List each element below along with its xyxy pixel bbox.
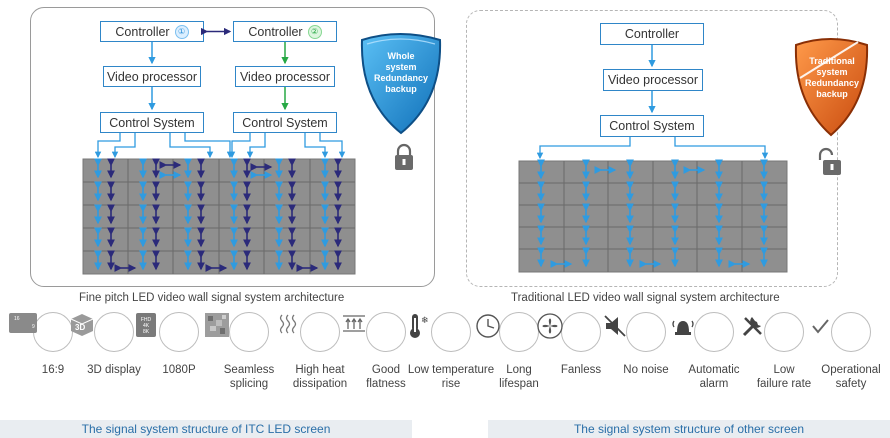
traditional-led-wall: [518, 159, 788, 273]
svg-text:9: 9: [32, 324, 35, 330]
feature-item: Good flatness: [341, 312, 431, 391]
feature-label: 3D display: [87, 364, 141, 376]
shield-orange-text: Traditional system Redundancy backup: [804, 56, 859, 99]
itc-led-wall: [82, 158, 356, 275]
svg-text:4K: 4K: [143, 323, 150, 329]
feature-label: 16:9: [41, 364, 65, 376]
feature-item: 3D 3D display: [69, 312, 159, 377]
mute-speaker-icon: [604, 312, 666, 352]
badge-one: ①: [174, 24, 189, 39]
traditional-video-processor: Video processor: [603, 69, 703, 91]
feature-label: Automatic alarm: [688, 364, 740, 390]
mosaic-icon: [205, 312, 269, 352]
3d-cube-icon: 3D: [70, 312, 134, 352]
feature-item: Long lifespan: [474, 312, 564, 391]
aspect-ratio-icon: 16 9: [9, 312, 73, 352]
svg-text:FHD: FHD: [141, 317, 152, 323]
redundancy-shield-orange: [794, 38, 869, 137]
traditional-caption: Traditional LED video wall signal system…: [511, 292, 780, 304]
right-feed-lines: [536, 137, 769, 160]
controller-a-label: Controller: [115, 24, 170, 39]
itc-caption: Fine pitch LED video wall signal system …: [79, 292, 345, 304]
controller-b-label: Controller: [248, 24, 303, 39]
control-system-a: Control System: [100, 112, 204, 133]
svg-text:8K: 8K: [143, 329, 150, 335]
video-processor-b-label: Video processor: [239, 69, 331, 84]
left-feed-lines: [94, 133, 346, 159]
badge-two: ②: [307, 24, 322, 39]
feature-label: Low failure rate: [756, 364, 812, 390]
svg-text:❄: ❄: [421, 316, 429, 326]
redundancy-shield-blue: [360, 33, 442, 135]
footer-other: The signal system structure of other scr…: [488, 420, 890, 438]
feature-label: No noise: [623, 364, 669, 376]
svg-text:3D: 3D: [75, 323, 85, 332]
tools-icon: [742, 312, 804, 352]
feature-item: 16 9 16:9: [8, 312, 98, 377]
traditional-control-system: Control System: [600, 115, 704, 137]
shield-blue-text: Whole system Redundancy backup: [373, 51, 428, 94]
clock-icon: [476, 312, 539, 352]
control-system-b: Control System: [233, 112, 337, 133]
controller-a: Controller ①: [100, 21, 204, 42]
traditional-controller: Controller: [600, 23, 704, 45]
heat-waves-icon: [279, 312, 340, 352]
traditional-architecture-panel: [466, 10, 838, 287]
feature-item: No noise: [601, 312, 691, 377]
feature-label: Operational safety: [821, 364, 881, 390]
feature-item: Low failure rate: [739, 312, 829, 391]
thermometer-icon: ❄: [410, 312, 471, 352]
left-chain-arrows: [148, 42, 289, 111]
fan-icon: [537, 312, 601, 352]
feature-label: Low temperature rise: [407, 364, 495, 390]
feature-label: Good flatness: [366, 364, 406, 390]
feature-label: Fanless: [560, 364, 602, 376]
locked-padlock-icon: [395, 143, 413, 170]
feature-item: Operational safety: [806, 312, 890, 391]
itc-architecture-panel: [30, 7, 435, 287]
feature-item: High heat dissipation: [275, 312, 365, 391]
feature-item: ❄ Low temperature rise: [406, 312, 496, 391]
control-system-b-label: Control System: [242, 115, 328, 130]
alarm-bell-icon: [672, 312, 734, 352]
video-processor-a: Video processor: [103, 66, 201, 87]
traditional-controller-label: Controller: [624, 27, 680, 41]
video-processor-b: Video processor: [235, 66, 335, 87]
svg-text:16: 16: [14, 316, 20, 322]
unlocked-padlock-icon: [818, 147, 841, 175]
video-processor-a-label: Video processor: [106, 69, 198, 84]
feature-label: 1080P: [162, 364, 196, 376]
checkmark-icon: [812, 312, 871, 352]
footer-itc: The signal system structure of ITC LED s…: [0, 420, 412, 438]
traditional-control-system-label: Control System: [609, 119, 695, 133]
feature-item: Automatic alarm: [669, 312, 759, 391]
feature-label: Seamless splicing: [223, 364, 275, 390]
controller-b: Controller ②: [233, 21, 337, 42]
feature-item: Fanless: [536, 312, 626, 377]
feature-label: Long lifespan: [499, 364, 539, 390]
traditional-video-processor-label: Video processor: [607, 73, 699, 87]
control-system-a-label: Control System: [109, 115, 195, 130]
feature-item: Seamless splicing: [204, 312, 294, 391]
feature-label: High heat dissipation: [292, 364, 348, 390]
flatness-icon: [343, 312, 406, 352]
